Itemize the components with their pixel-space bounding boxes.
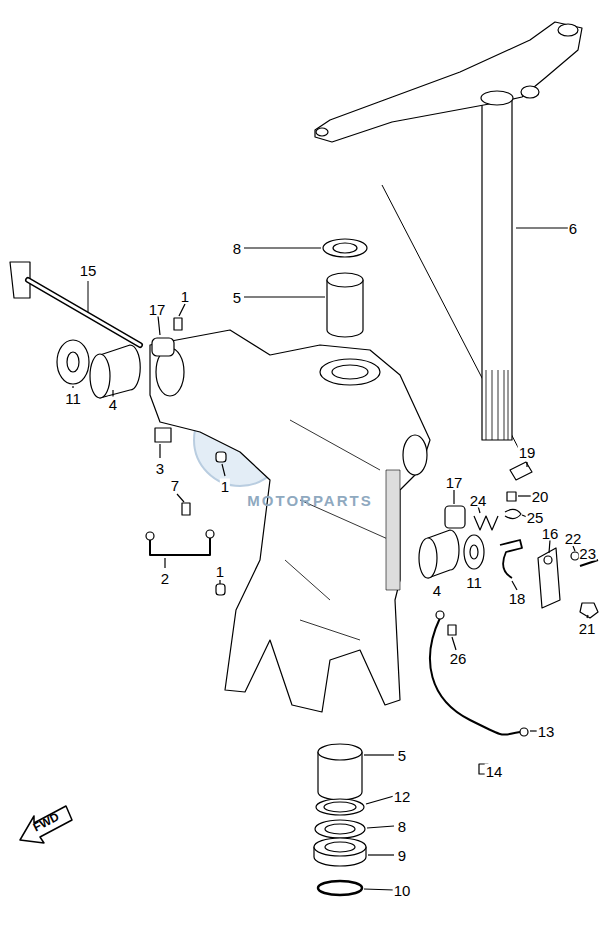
callout-number: 12 <box>393 789 412 804</box>
callout-number: 11 <box>465 575 483 590</box>
callout-number: 9 <box>397 848 407 863</box>
callout-number: 17 <box>148 302 167 317</box>
watermark: MOTORPARTS <box>246 493 373 508</box>
callout-number: 2 <box>160 571 170 586</box>
callout-number: 1 <box>180 289 190 304</box>
callout-number: 11 <box>64 391 82 406</box>
callout-number: 18 <box>508 591 527 606</box>
callout-number: 17 <box>445 475 464 490</box>
callout-number: 15 <box>79 263 98 278</box>
callout-number: 3 <box>155 461 165 476</box>
callout-number: 19 <box>518 445 537 460</box>
callout-number: 8 <box>232 241 242 256</box>
callout-number: 4 <box>108 397 118 412</box>
callout-number: 26 <box>449 651 468 666</box>
callout-number: 1 <box>215 564 225 579</box>
callout-number: 5 <box>397 748 407 763</box>
callout-number: 13 <box>537 724 556 739</box>
callout-number: 24 <box>469 493 488 508</box>
callout-number: 6 <box>568 221 578 236</box>
callout-number: 25 <box>526 510 545 525</box>
callout-number: 14 <box>485 764 504 779</box>
callout-number: 10 <box>393 883 412 898</box>
callout-number: 5 <box>232 290 242 305</box>
callout-number: 8 <box>397 819 407 834</box>
callout-number: 22 <box>564 531 583 546</box>
callout-number: 23 <box>578 546 597 561</box>
callout-number: 4 <box>432 583 442 598</box>
callout-number: 16 <box>541 526 560 541</box>
callout-number: 20 <box>531 489 550 504</box>
callout-number: 7 <box>170 478 180 493</box>
callout-number: 21 <box>578 621 597 636</box>
callout-number: 1 <box>220 479 230 494</box>
